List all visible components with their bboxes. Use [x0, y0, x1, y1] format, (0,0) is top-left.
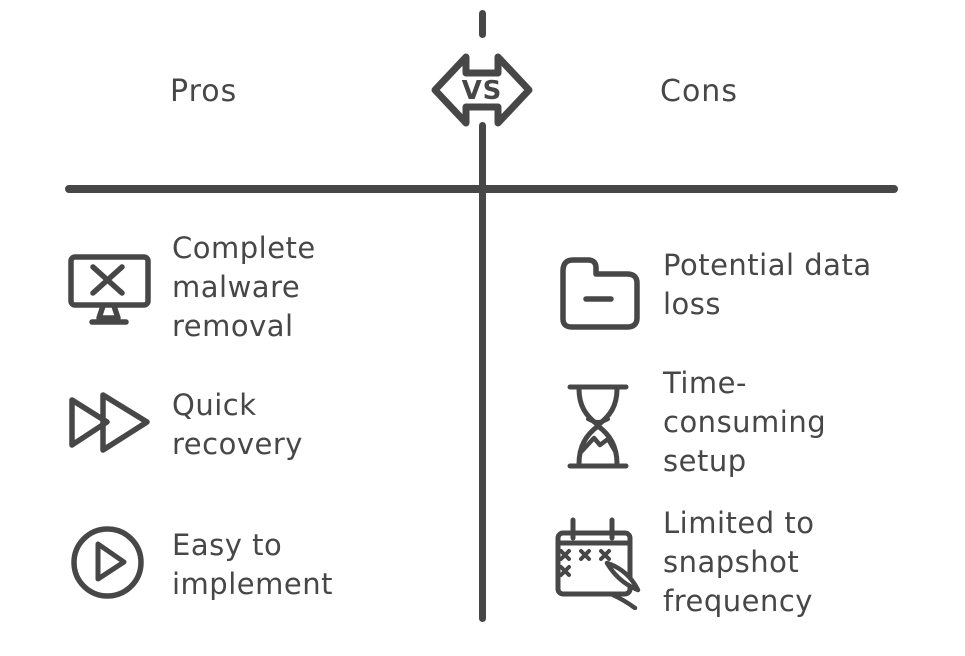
pros-item-label: Quick recovery	[172, 388, 303, 461]
cons-heading: Cons	[660, 74, 738, 109]
pros-item-label: Complete malware removal	[172, 231, 316, 343]
cons-item-label: Limited to snapshot frequency	[663, 506, 815, 618]
vertical-divider	[479, 122, 486, 622]
cons-item-label: Potential data loss	[663, 248, 872, 321]
fast-forward-icon	[66, 390, 154, 456]
pros-heading: Pros	[170, 74, 238, 109]
vertical-divider-top-segment	[479, 10, 486, 38]
monitor-x-icon	[66, 252, 154, 330]
calendar-edit-icon	[554, 514, 642, 610]
vs-badge-label: VS	[461, 76, 503, 106]
play-circle-icon	[70, 525, 145, 600]
horizontal-divider	[65, 185, 898, 193]
vs-badge: VS	[428, 46, 536, 134]
cons-item-label: Time- consuming setup	[663, 366, 827, 478]
pros-item-label: Easy to implement	[172, 528, 333, 601]
vs-double-arrow-icon	[431, 53, 533, 127]
hourglass-icon	[566, 381, 630, 473]
folder-minus-icon	[556, 250, 644, 330]
